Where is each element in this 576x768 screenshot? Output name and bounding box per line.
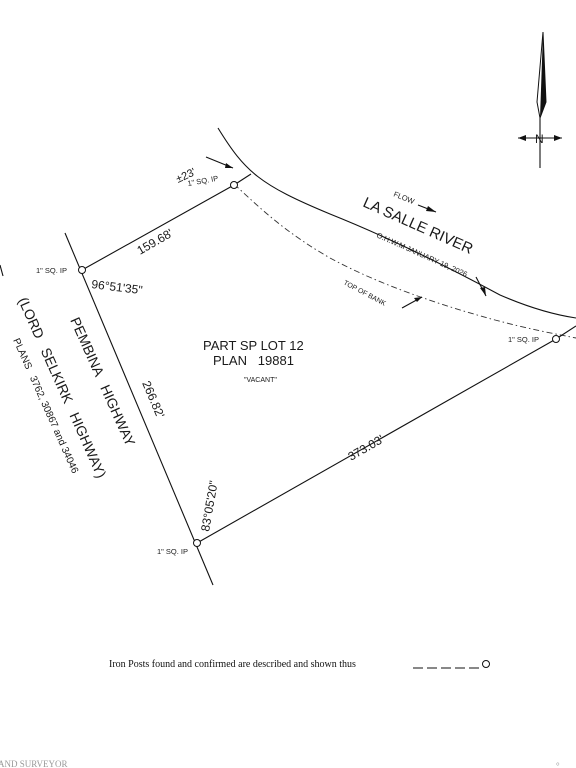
- angle-south-west: 83°05'20": [198, 479, 221, 532]
- iron-post-north: [230, 181, 238, 189]
- footer-mark-icon: °: [556, 761, 560, 768]
- north-label: N: [535, 132, 544, 146]
- flow-arrow-icon: [417, 204, 437, 213]
- lot-title-line2: PLAN 19881: [213, 353, 294, 368]
- road-edge-line: [64, 232, 214, 586]
- lot-status: "VACANT": [244, 377, 277, 384]
- top-of-bank-label: TOP OF BANK: [342, 280, 387, 308]
- angle-north-west: 96°51'35": [91, 277, 144, 297]
- river-bank-line: [217, 127, 576, 319]
- flow-label: FLOW: [392, 190, 416, 207]
- north-arrow-icon: N: [518, 31, 562, 168]
- iron-post-south: [193, 539, 201, 547]
- iron-post-west: [78, 266, 86, 274]
- post-label-south: 1" SQ. IP: [157, 547, 188, 556]
- footer-text: AND SURVEYOR: [0, 759, 68, 768]
- north-boundary-line: [81, 184, 235, 271]
- iron-post-east: [552, 335, 560, 343]
- south-line-dimension: 373.03': [346, 432, 387, 464]
- top-of-bank-line: [233, 183, 576, 339]
- left-edge-tick: [0, 264, 4, 277]
- legend-text: Iron Posts found and confirmed are descr…: [109, 659, 356, 670]
- lot-title-line1: PART SP LOT 12: [203, 338, 304, 353]
- south-boundary-line: [196, 338, 557, 544]
- west-line-dimension: 266.82': [139, 379, 167, 420]
- post-label-west: 1" SQ. IP: [36, 266, 67, 275]
- legend-post-icon: [482, 660, 490, 668]
- post-label-east: 1" SQ. IP: [508, 335, 539, 344]
- north-line-dimension: 159.68': [135, 226, 176, 258]
